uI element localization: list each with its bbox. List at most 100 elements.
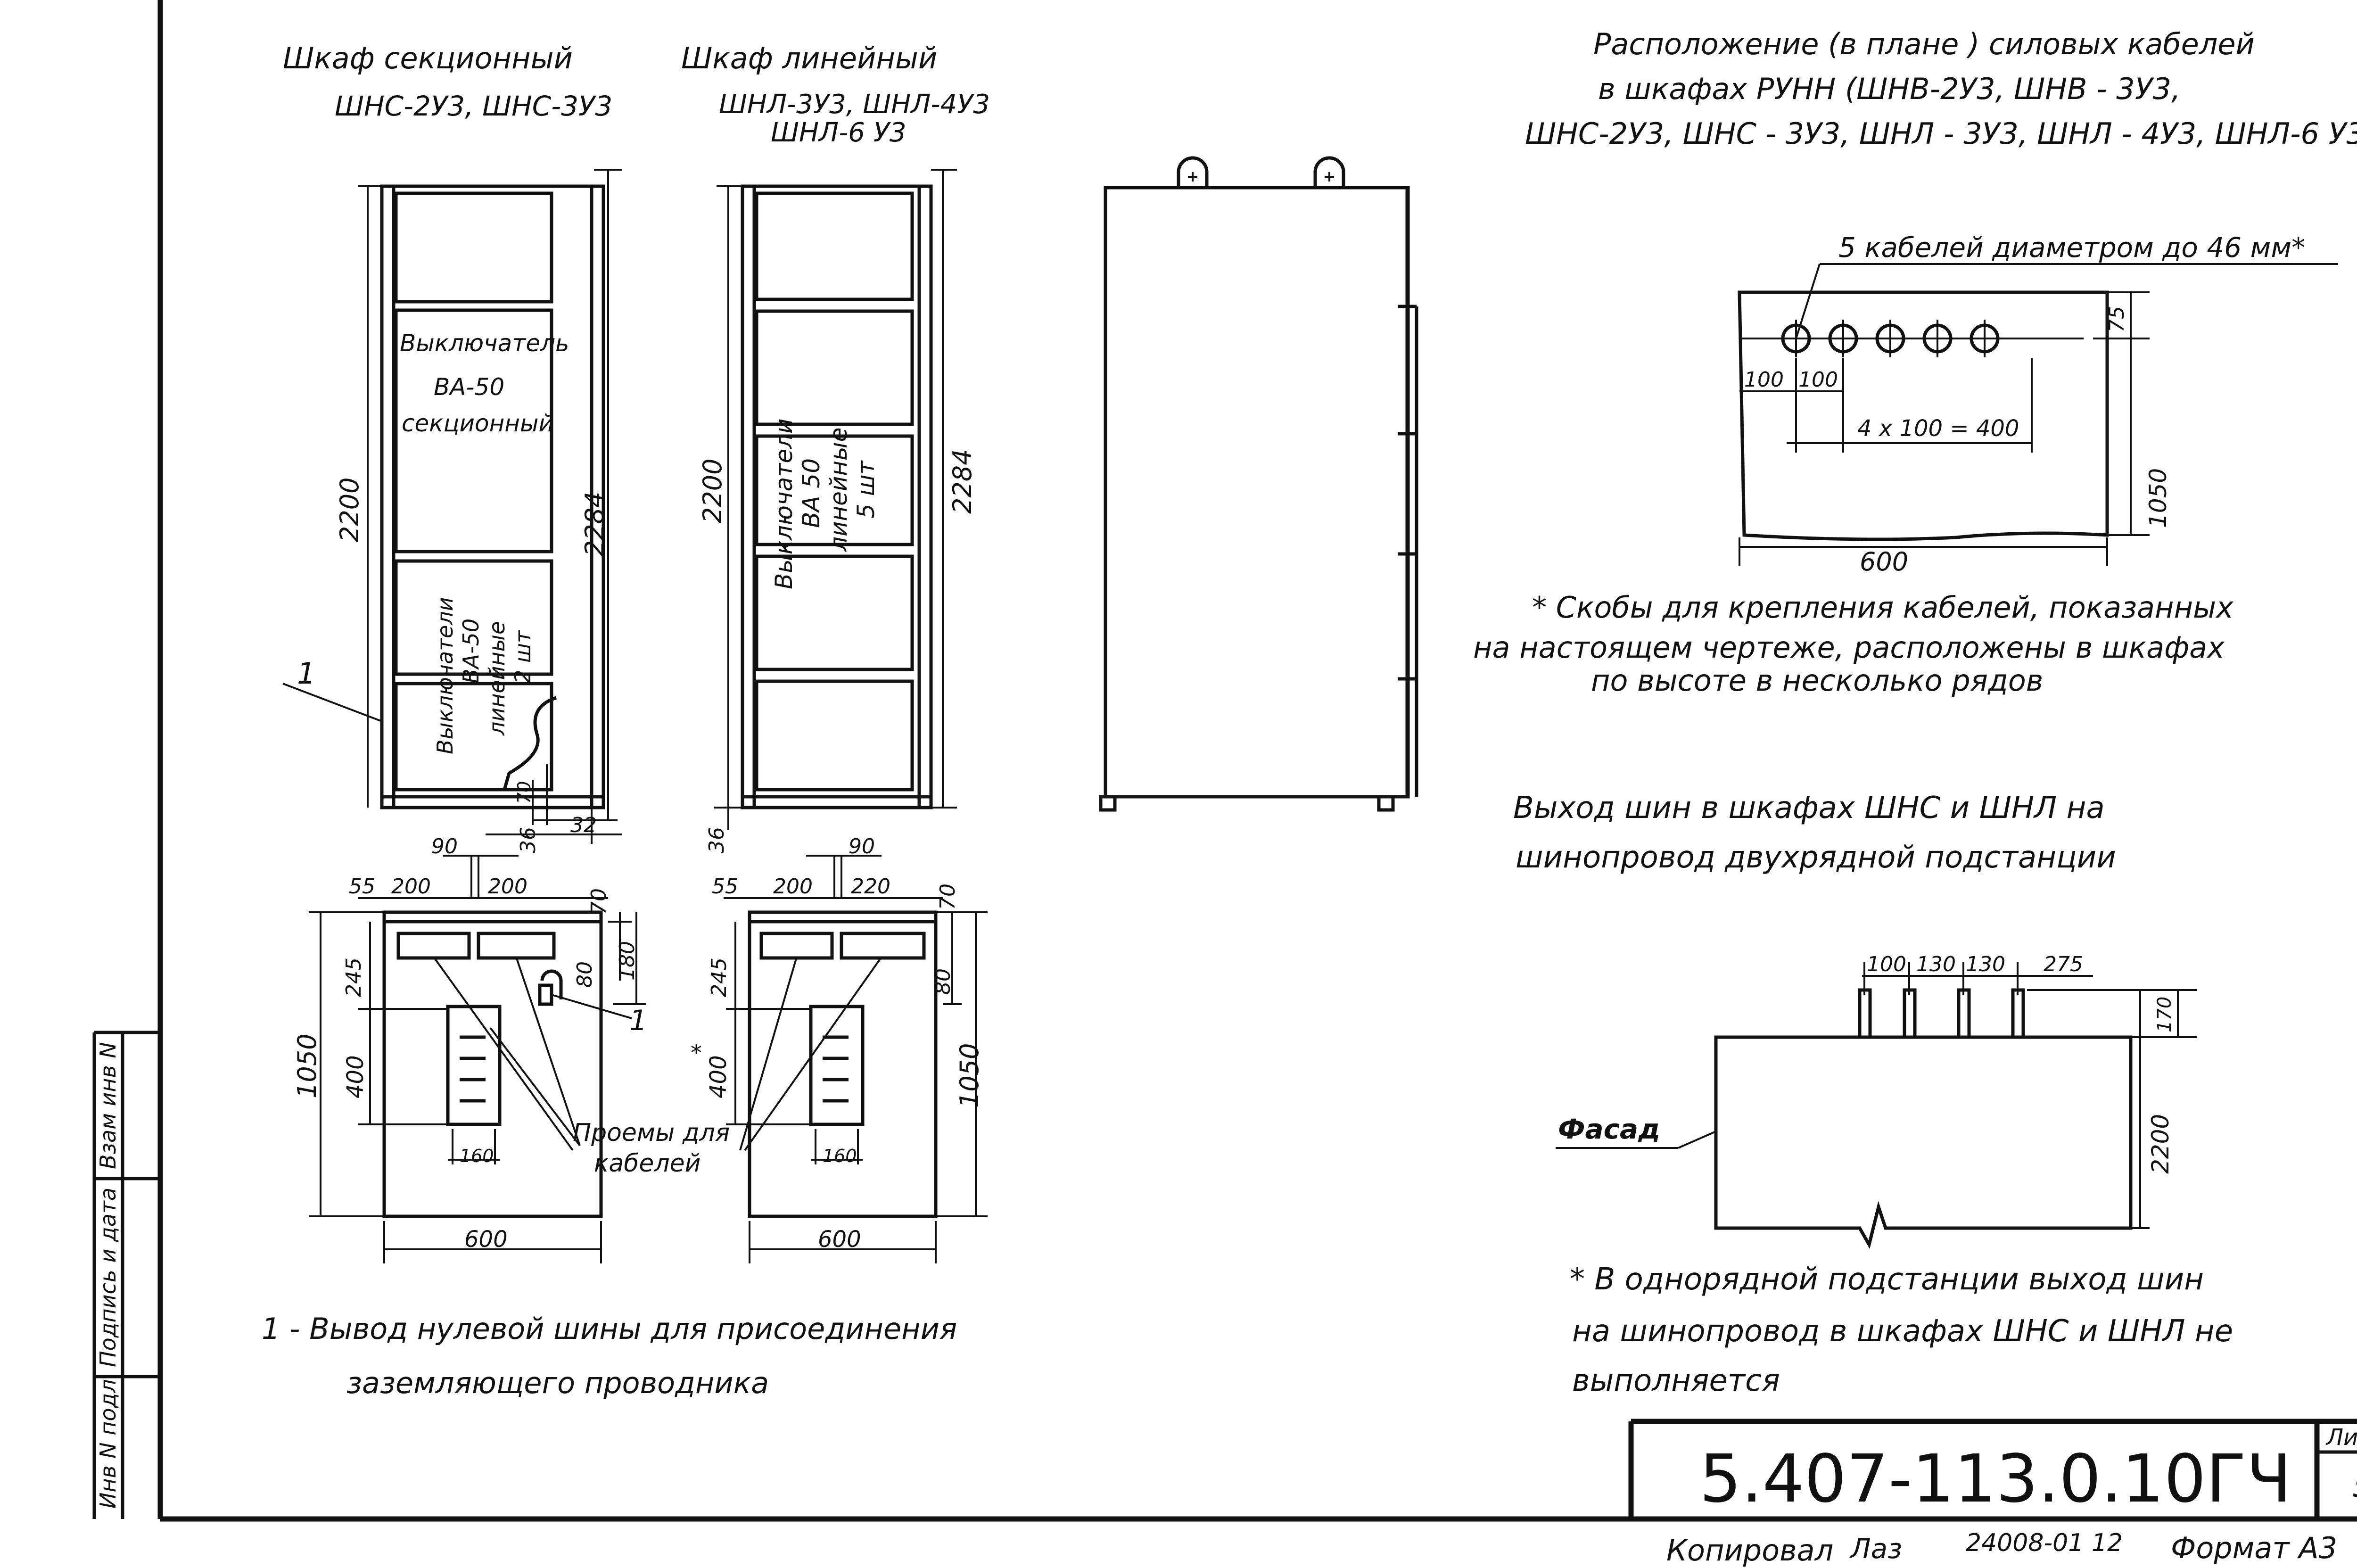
plan-dim-200-b: 200 — [488, 875, 527, 899]
sheet-label: Лист — [2325, 1424, 2357, 1451]
copied-by-label: Копировал — [1666, 1533, 1833, 1568]
plan-dim-220: 220 — [851, 875, 890, 899]
plan-dim-180: 180 — [615, 941, 639, 981]
cable-circle-5 — [1966, 320, 2003, 357]
document-number: 5.407-113.0.10ГЧ — [1699, 1441, 2291, 1518]
plan-dim-80-b: 80 — [931, 968, 955, 995]
cable-circle-4 — [1919, 320, 1956, 357]
cable-title-3: ШНС-2У3, ШНС - 3У3, ШНЛ - 3У3, ШНЛ - 4У3… — [1525, 116, 2357, 151]
sheet-frame — [92, 0, 2357, 1522]
bus-note-3: выполняется — [1572, 1363, 1780, 1398]
bus-note-1: * В однорядной подстанции выход шин — [1570, 1262, 2204, 1297]
cable-callout: 5 кабелей диаметром до 46 мм* — [1838, 231, 2305, 264]
bus-dim-130-a: 130 — [1916, 952, 1956, 976]
cable-plan — [1738, 263, 2338, 566]
section-cabinet-models: ШНС-2У3, ШНС-3У3 — [335, 90, 612, 122]
plan-dim-400-b: 400 — [705, 1055, 732, 1098]
plan-dim-90-a: 90 — [431, 834, 458, 858]
cable-dim-1050: 1050 — [2144, 468, 2172, 528]
breaker-section-model: ВА-50 — [434, 373, 504, 401]
cable-dim-600: 600 — [1860, 547, 1908, 577]
plan-dim-70-a: 70 — [587, 888, 611, 915]
line-plan — [724, 855, 988, 1263]
bus-facade — [1556, 962, 2197, 1249]
dim-2284-section: 2284 — [580, 492, 610, 556]
dim-36-section: 36 — [516, 827, 540, 853]
side-stamp-replace: Взам инв N — [95, 1042, 121, 1169]
cable-dim-100-b: 100 — [1798, 368, 1838, 392]
callout-1-plan: 1 — [629, 1004, 647, 1037]
line-cabinet-models-2: ШНЛ-6 У3 — [771, 117, 907, 148]
dim-2284-line: 2284 — [948, 449, 977, 514]
note-zero-bus-2: заземляющего проводника — [346, 1366, 769, 1400]
section-cabinet-elevation — [380, 184, 605, 825]
sheet-number: 5 — [2352, 1466, 2357, 1505]
line-elevation-dims — [714, 169, 957, 830]
plan-dim-400-a: 400 — [342, 1055, 369, 1098]
plan-dim-245-b: 245 — [707, 957, 731, 997]
plan-dim-55-a: 55 — [349, 875, 375, 899]
breakers-linear-5-line2: ВА 50 — [798, 458, 825, 528]
openings-label-2: кабелей — [594, 1149, 701, 1178]
dim-32-section: 32 — [570, 813, 597, 837]
breaker-section-label: Выключатель — [400, 330, 569, 357]
openings-label-1: Проемы для — [573, 1119, 730, 1147]
breaker-section-type: секционный — [402, 410, 554, 437]
cable-dim-75: 75 — [2105, 306, 2129, 332]
cable-note-1: * Скобы для крепления кабелей, показанны… — [1532, 590, 2234, 625]
breakers-linear-5-label: Выключатели ВА 50 линейные 5 шт — [770, 418, 880, 589]
breakers-linear-2-label: Выключатели ВА-50 линейные 2 шт — [432, 597, 536, 754]
bus-dim-170: 170 — [2154, 997, 2176, 1032]
cable-note-3: по высоте в несколько рядов — [1591, 663, 2043, 698]
breakers-linear-2-line1: Выключатели — [432, 597, 458, 754]
plan-dim-200-a: 200 — [391, 875, 431, 899]
dim-2200-section: 2200 — [335, 478, 364, 542]
bus-title-1: Выход шин в шкафах ШНС и ШНЛ на — [1513, 791, 2105, 825]
note-zero-bus-1: 1 - Вывод нулевой шины для присоединения — [262, 1312, 957, 1346]
copy-code: 24008-01 12 — [1966, 1529, 2123, 1557]
section-cabinet-title: Шкаф секционный — [283, 41, 573, 75]
section-elevation-dims — [282, 169, 622, 844]
breakers-linear-2-line4: 2 шт — [510, 630, 536, 684]
dim-36-line: 36 — [705, 827, 729, 853]
plan-dim-200-c: 200 — [773, 875, 813, 899]
bus-dim-130-b: 130 — [1966, 952, 2005, 976]
cable-circle-2 — [1824, 320, 1862, 357]
plan-dim-160-b: 160 — [823, 1146, 857, 1166]
plan-dim-160-a: 160 — [460, 1146, 494, 1166]
side-stamp-inv: Инв N подл. — [95, 1372, 121, 1509]
plan-dim-55-b: 55 — [712, 875, 738, 899]
breakers-linear-5-line4: 5 шт — [852, 460, 880, 519]
cable-title-1: Расположение (в плане ) силовых кабелей — [1593, 27, 2255, 61]
dim-2200-line: 2200 — [698, 459, 727, 523]
side-stamp: Инв N подл. Подпись и дата Взам инв N — [95, 1042, 121, 1509]
side-stamp-sign: Подпись и дата — [95, 1188, 121, 1367]
cable-note-2: на настоящем чертеже, расположены в шкаф… — [1473, 630, 2225, 665]
side-view-cabinet — [1099, 156, 1418, 812]
section-plan — [309, 855, 646, 1263]
bus-dim-2200: 2200 — [2147, 1114, 2174, 1174]
plan-dim-1050-b: 1050 — [955, 1043, 984, 1108]
title-block — [1628, 1419, 2357, 1519]
bus-note-2: на шинопровод в шкафах ШНС и ШНЛ не — [1572, 1314, 2233, 1349]
line-cabinet-title: Шкаф линейный — [681, 41, 937, 75]
plan-dim-70-b: 70 — [936, 883, 960, 910]
cable-title-2: в шкафах РУНН (ШНВ-2У3, ШНВ - 3У3, — [1598, 72, 2181, 106]
bus-dim-275: 275 — [2044, 952, 2083, 976]
plan-dim-1050-a: 1050 — [292, 1034, 322, 1098]
plan-star: * — [691, 1040, 702, 1066]
cable-circle-1 — [1777, 320, 1815, 357]
breakers-linear-2-line3: линейные — [484, 621, 510, 736]
callout-1-elevation: 1 — [297, 656, 315, 691]
plan-dim-90-b: 90 — [849, 834, 875, 858]
cable-dim-4x100: 4 x 100 = 400 — [1857, 415, 2019, 442]
cable-circle-3 — [1871, 320, 1909, 357]
line-cabinet-models: ШНЛ-3У3, ШНЛ-4У3 — [719, 89, 990, 120]
format-label: Формат А3 — [2171, 1531, 2337, 1565]
breakers-linear-5-line3: линейные — [825, 428, 852, 552]
copier-signature: Лаз — [1849, 1533, 1902, 1565]
breakers-linear-2-line2: ВА-50 — [458, 619, 484, 684]
plan-dim-80-a: 80 — [573, 961, 597, 988]
cable-dim-100-a: 100 — [1744, 368, 1784, 392]
